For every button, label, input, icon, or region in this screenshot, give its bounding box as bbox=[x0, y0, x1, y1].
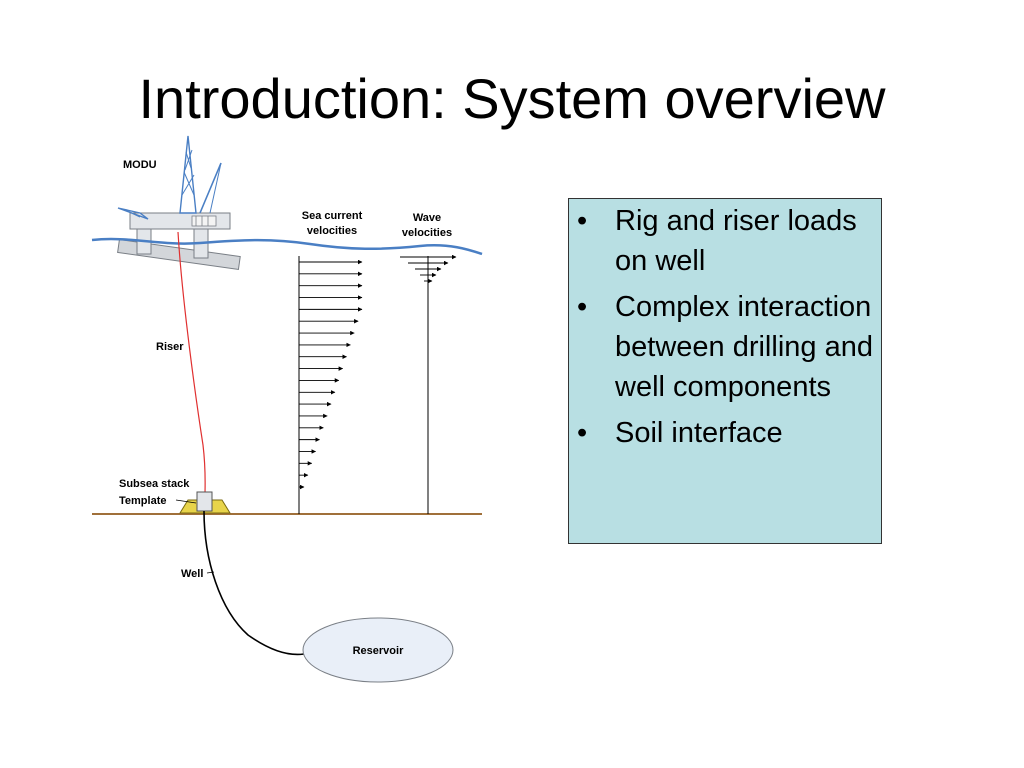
well-line bbox=[203, 510, 305, 656]
wave-label-line1: Wave bbox=[413, 212, 441, 224]
subsea-stack-icon bbox=[196, 491, 213, 512]
bullet-marker: • bbox=[577, 417, 588, 449]
bullet-item: • Complex interaction between drilling a… bbox=[569, 287, 881, 407]
wave-velocity-profile bbox=[400, 254, 457, 514]
reservoir-ellipse bbox=[302, 617, 454, 683]
key-points-box: • Rig and riser loads on well • Complex … bbox=[568, 198, 882, 544]
riser-label: Riser bbox=[156, 341, 184, 353]
sea-current-label-line2: velocities bbox=[307, 225, 357, 237]
modu-label: MODU bbox=[123, 159, 157, 171]
slide-title: Introduction: System overview bbox=[138, 67, 886, 130]
bullet-text: Soil interface bbox=[615, 417, 783, 449]
bullet-text: Rig and riser loads on well bbox=[615, 205, 857, 277]
template-label: Template bbox=[119, 495, 166, 507]
wave-label-line2: velocities bbox=[402, 227, 452, 239]
key-points-list: • Rig and riser loads on well • Complex … bbox=[569, 201, 881, 453]
bullet-text: Complex interaction between drilling and… bbox=[615, 291, 873, 403]
modu-rig-icon bbox=[117, 135, 241, 270]
sea-current-profile bbox=[298, 256, 363, 514]
bullet-marker: • bbox=[577, 291, 588, 323]
subsea-stack-label: Subsea stack bbox=[119, 478, 190, 490]
bullet-item: • Soil interface bbox=[569, 413, 881, 453]
sea-current-label-line1: Sea current bbox=[302, 210, 363, 222]
well-label: Well bbox=[181, 568, 203, 580]
riser-line bbox=[177, 231, 206, 495]
bullet-marker: • bbox=[577, 205, 588, 237]
reservoir-label: Reservoir bbox=[353, 645, 404, 657]
sea-surface-line bbox=[91, 237, 483, 256]
bullet-item: • Rig and riser loads on well bbox=[569, 201, 881, 281]
